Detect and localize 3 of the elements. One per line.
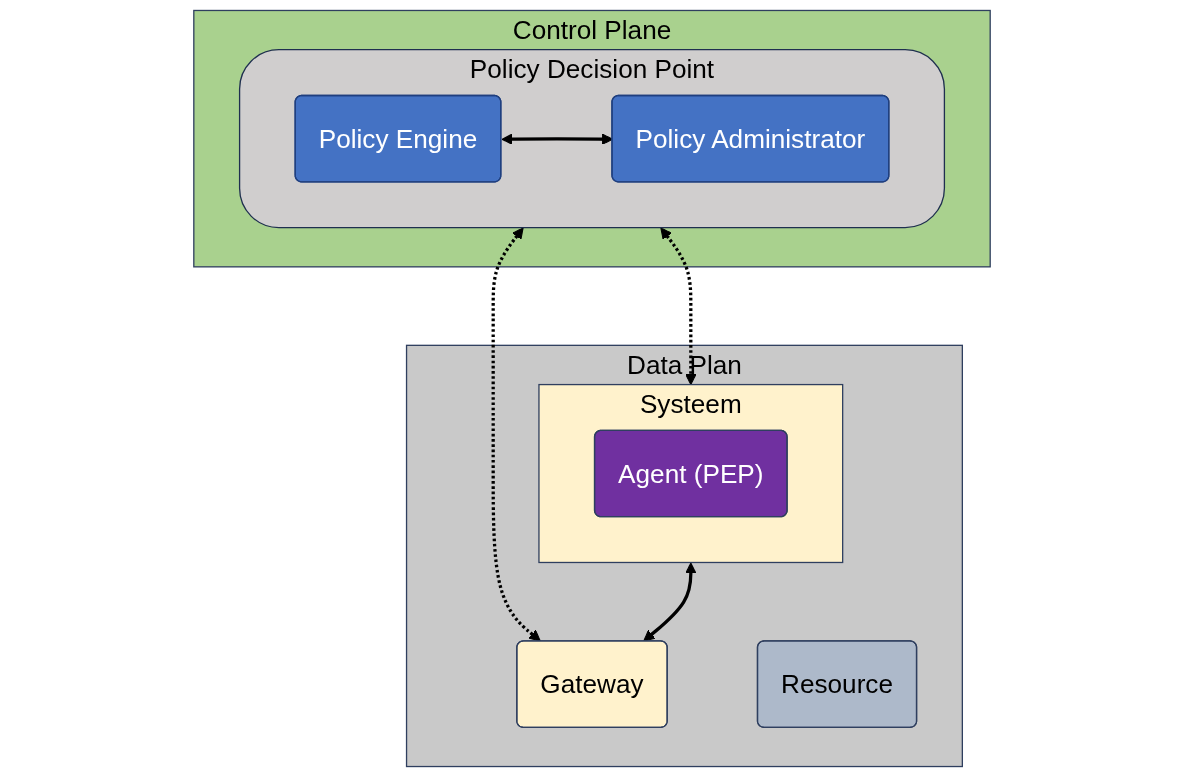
- arrow: [660, 227, 697, 386]
- arrow: [491, 227, 541, 642]
- arrow: [643, 562, 697, 642]
